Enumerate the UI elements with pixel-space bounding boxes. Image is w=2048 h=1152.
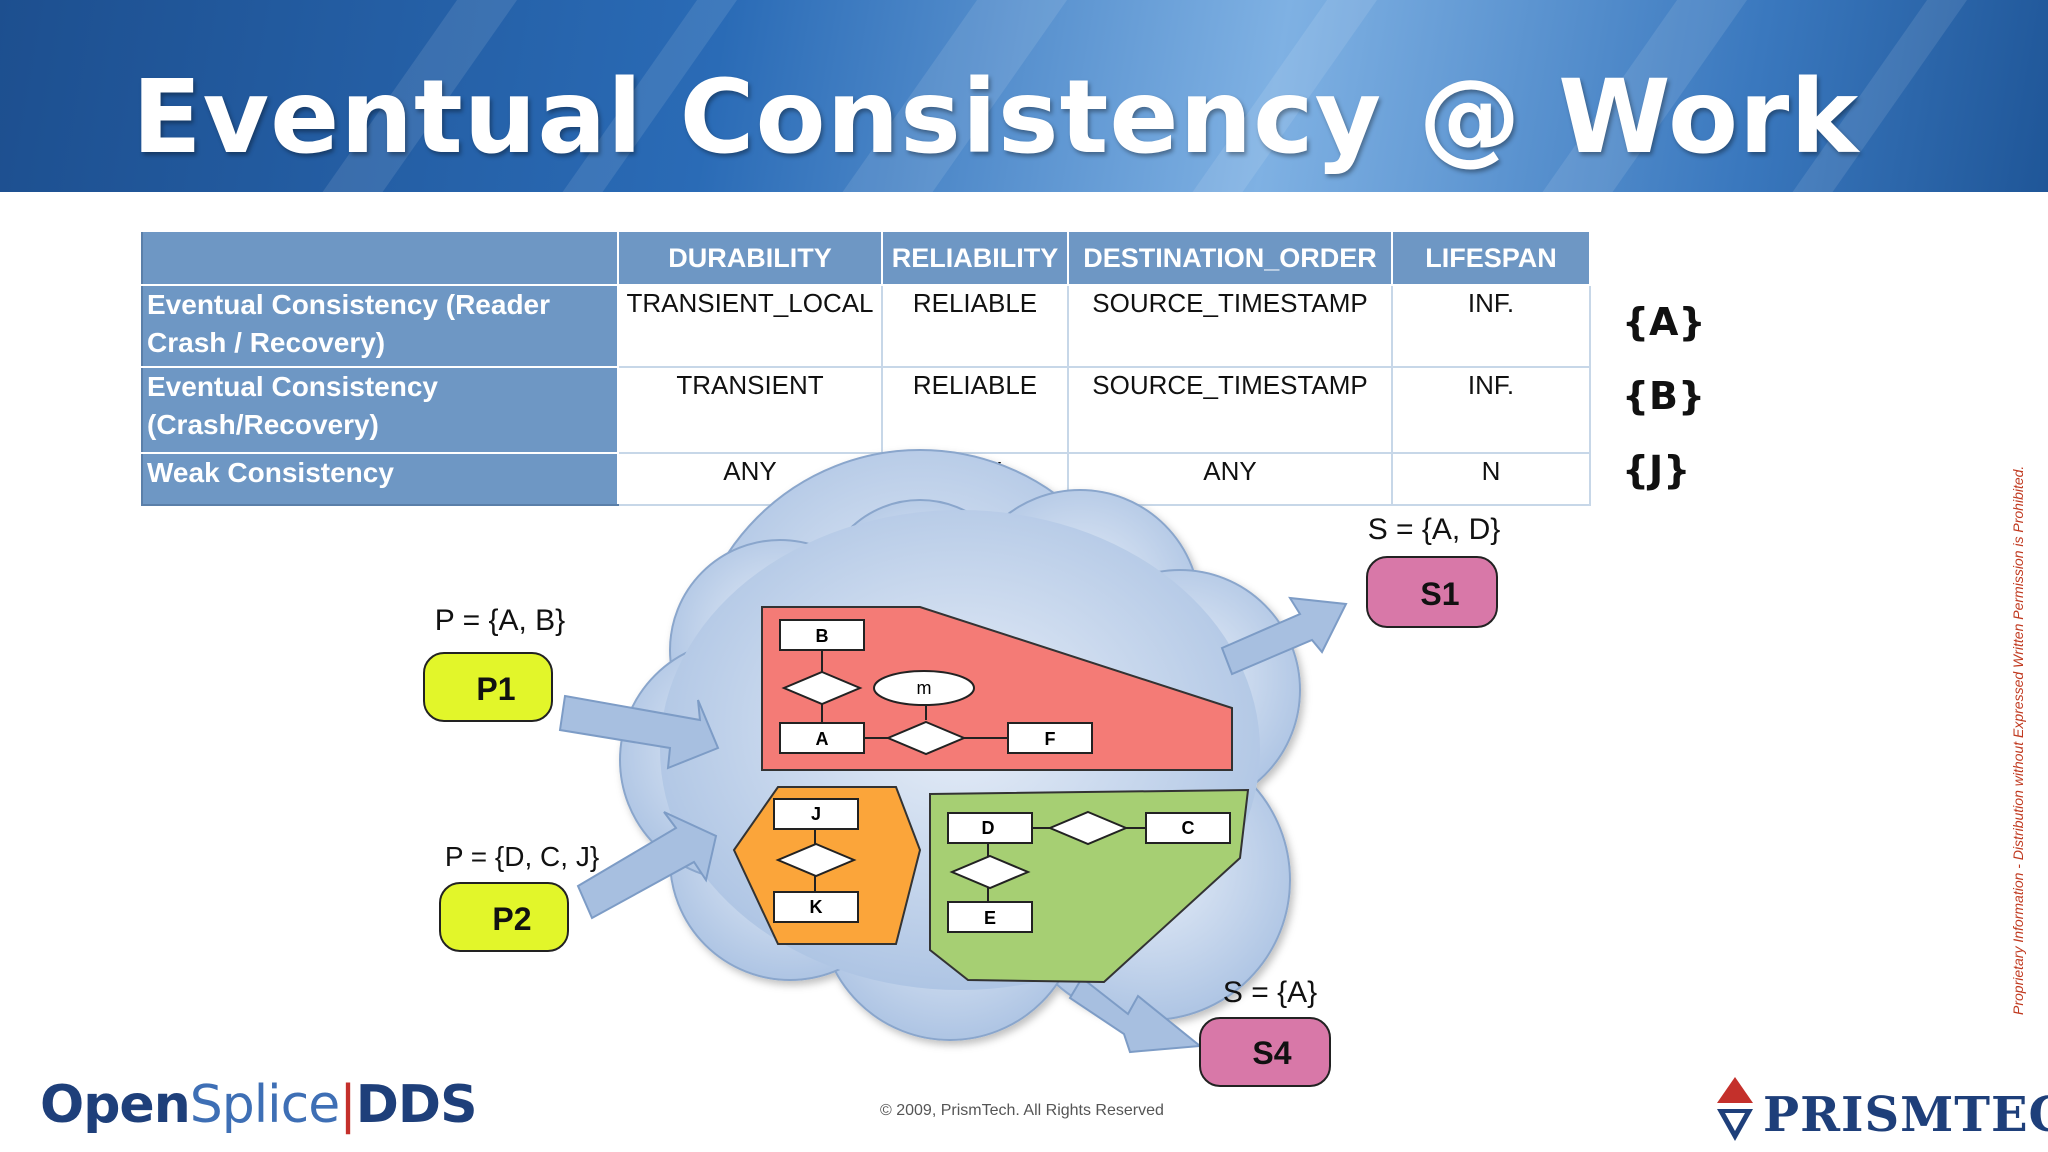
- arrow-cloud-to-s4: [1068, 976, 1203, 1054]
- title-banner: Eventual Consistency @ Work: [0, 0, 2048, 192]
- prismtech-mark-icon: [1717, 1077, 1753, 1141]
- publisher-p1: P1 P = {A, B}: [423, 604, 565, 722]
- cell-durability: TRANSIENT: [617, 366, 883, 454]
- row-label: Eventual Consistency (Reader Crash / Rec…: [141, 284, 619, 368]
- arrow-p2-to-cloud: [576, 811, 718, 920]
- row-tag-j: {J}: [1622, 448, 1691, 492]
- node-m: m: [917, 678, 932, 698]
- cell-lifespan: INF.: [1391, 366, 1591, 454]
- subscriber-s1-set: S = {A, D}: [1368, 513, 1501, 546]
- publisher-p2-label: P2: [492, 901, 531, 937]
- cell-reliability: RELIABLE: [881, 284, 1069, 368]
- cell-durability: TRANSIENT_LOCAL: [617, 284, 883, 368]
- subscriber-s4: S4 S = {A}: [1199, 976, 1331, 1087]
- node-d: D: [982, 818, 995, 838]
- node-j: J: [811, 804, 821, 824]
- slide-title: Eventual Consistency @ Work: [132, 58, 1860, 177]
- row-tag-a: {A}: [1622, 300, 1706, 344]
- node-a: A: [816, 729, 829, 749]
- subscriber-s1-label: S1: [1420, 576, 1459, 612]
- cell-destination-order: SOURCE_TIMESTAMP: [1067, 366, 1393, 454]
- flow-arrows: [558, 596, 1348, 1054]
- node-f: F: [1045, 729, 1056, 749]
- prismtech-logo: PRISMTECH: [1713, 1075, 2048, 1145]
- header-reliability: RELIABILITY: [881, 232, 1069, 286]
- orange-partition: J K: [732, 786, 922, 945]
- subscriber-s1: S1 S = {A, D}: [1366, 513, 1501, 628]
- row-label: Eventual Consistency (Crash/Recovery): [141, 366, 619, 454]
- header-lifespan: LIFESPAN: [1391, 232, 1591, 286]
- table-row: Eventual Consistency (Reader Crash / Rec…: [141, 284, 1591, 368]
- header-destination-order: DESTINATION_ORDER: [1067, 232, 1393, 286]
- proprietary-notice: Proprietary Information - Distribution w…: [2010, 465, 2026, 1015]
- node-b: B: [816, 626, 829, 646]
- cell-lifespan: N: [1391, 452, 1591, 506]
- arrow-cloud-to-s1: [1220, 596, 1348, 676]
- table-row: Eventual Consistency (Crash/Recovery) TR…: [141, 366, 1591, 454]
- red-partition: B m A F: [761, 606, 1233, 771]
- node-k: K: [810, 897, 823, 917]
- subscriber-s4-label: S4: [1252, 1035, 1291, 1071]
- header-durability: DURABILITY: [617, 232, 883, 286]
- cell-lifespan: INF.: [1391, 284, 1591, 368]
- table-header-corner: [141, 232, 619, 286]
- row-tag-b: {B}: [1622, 374, 1706, 418]
- publisher-p1-set: P = {A, B}: [435, 604, 565, 637]
- publisher-p2: P2 P = {D, C, J}: [439, 841, 599, 952]
- publisher-p2-set: P = {D, C, J}: [445, 841, 599, 872]
- cell-destination-order: SOURCE_TIMESTAMP: [1067, 284, 1393, 368]
- cell-reliability: RELIABLE: [881, 366, 1069, 454]
- row-label: Weak Consistency: [141, 452, 619, 506]
- copyright-footer: © 2009, PrismTech. All Rights Reserved: [880, 1102, 1164, 1119]
- opensplice-dds-logo: OpenSplice|DDS: [40, 1075, 478, 1135]
- prismtech-wordmark: PRISMTECH: [1763, 1087, 2048, 1143]
- qos-policy-table: DURABILITY RELIABILITY DESTINATION_ORDER…: [141, 232, 1591, 506]
- publisher-p1-label: P1: [476, 671, 515, 707]
- green-partition: D C E: [929, 788, 1250, 984]
- table-header-row: DURABILITY RELIABILITY DESTINATION_ORDER…: [141, 232, 1591, 286]
- node-c: C: [1182, 818, 1195, 838]
- arrow-p1-to-cloud: [558, 694, 720, 770]
- node-e: E: [984, 908, 996, 928]
- subscriber-s4-set: S = {A}: [1223, 976, 1317, 1009]
